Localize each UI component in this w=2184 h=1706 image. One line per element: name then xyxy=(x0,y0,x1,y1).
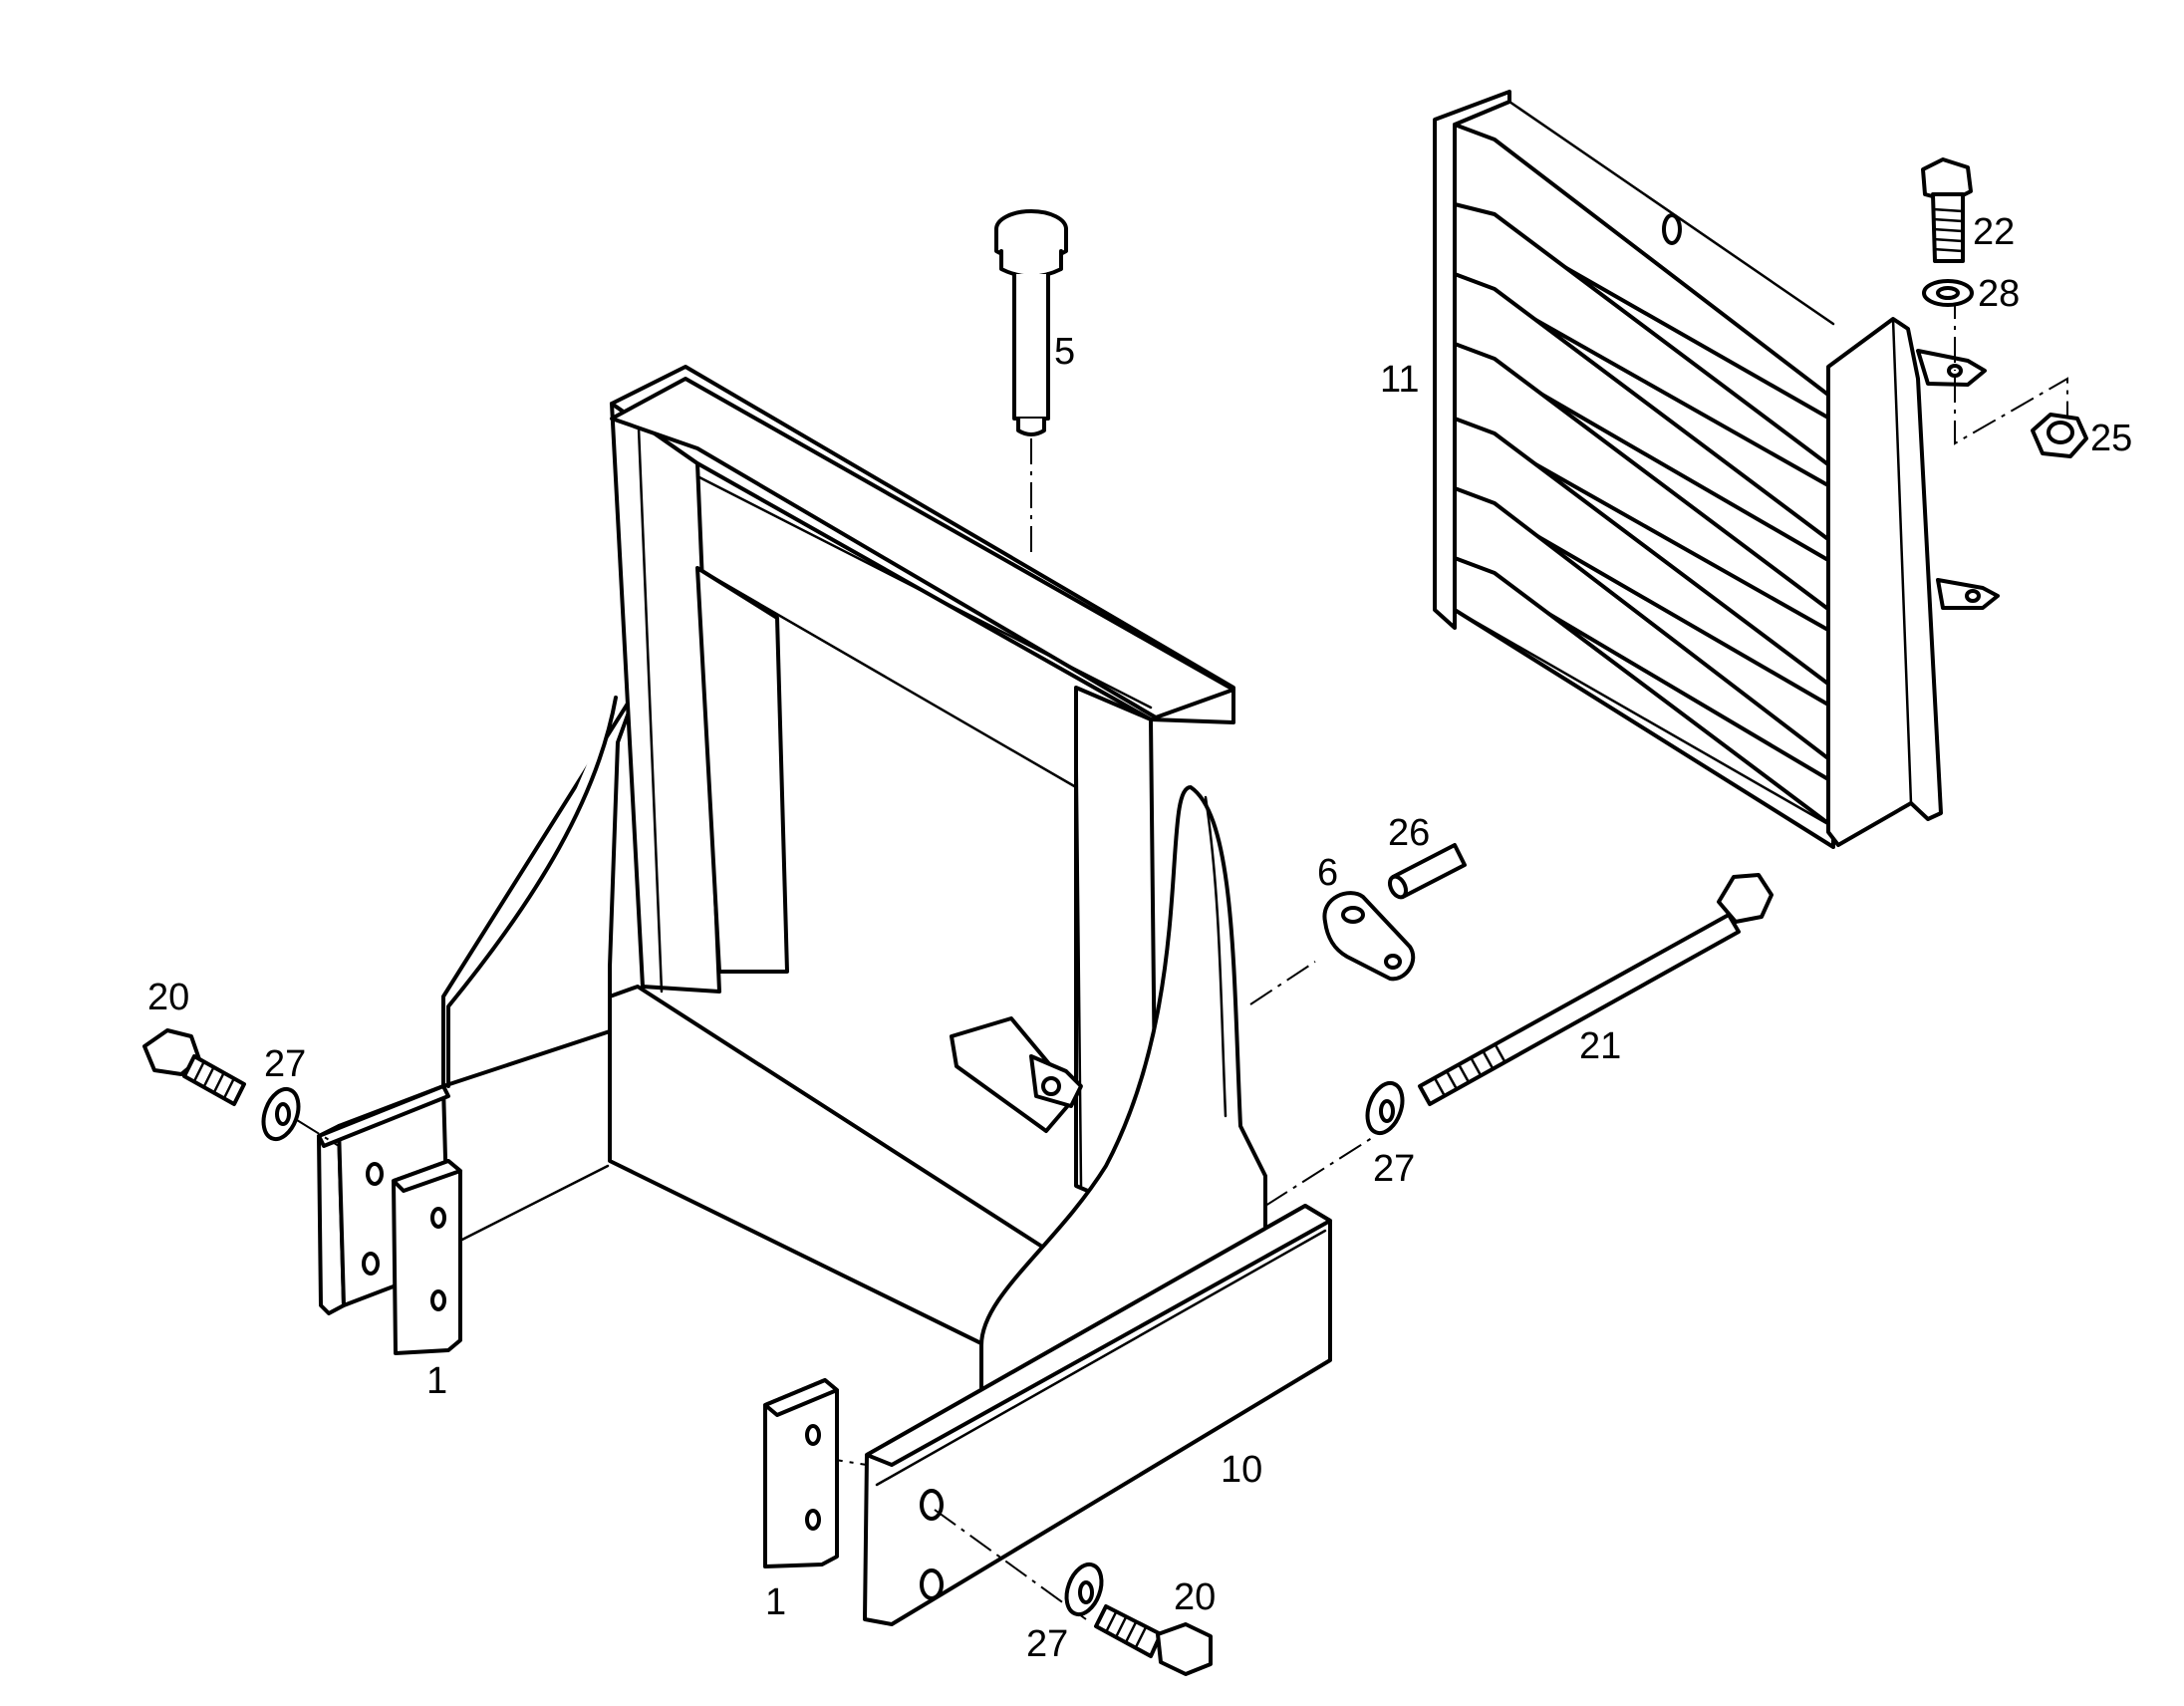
part-number-labels: 1 1 5 6 10 11 20 20 21 22 25 26 27 27 27… xyxy=(147,211,2132,1665)
shim-1-front xyxy=(763,1378,839,1568)
label-10: 10 xyxy=(1221,1449,1262,1491)
grille-slats xyxy=(1453,123,1835,849)
bolt-20-left xyxy=(142,1028,246,1106)
label-27-front: 27 xyxy=(1026,1623,1068,1665)
label-28: 28 xyxy=(1978,273,2020,315)
label-27-left: 27 xyxy=(264,1043,306,1085)
nut-25 xyxy=(2031,413,2088,458)
label-22: 22 xyxy=(1973,211,2015,253)
bolt-20-front xyxy=(1094,1604,1213,1676)
frame-10 xyxy=(317,365,1332,1626)
label-20-front: 20 xyxy=(1174,1576,1216,1618)
long-bolt-21 xyxy=(1418,873,1774,1106)
washer-27-left xyxy=(261,1086,301,1142)
bolt-22 xyxy=(1921,157,1973,263)
label-25: 25 xyxy=(2090,418,2132,459)
label-20-left: 20 xyxy=(147,977,189,1018)
label-1-left: 1 xyxy=(426,1360,447,1402)
label-6: 6 xyxy=(1317,852,1338,894)
bracket-6 xyxy=(1322,891,1416,982)
washer-27-front xyxy=(1064,1562,1104,1617)
grille-side-post xyxy=(1826,317,1943,847)
label-1-front: 1 xyxy=(765,1581,786,1623)
pin-26 xyxy=(1388,843,1467,900)
label-26: 26 xyxy=(1388,812,1430,854)
pin-5 xyxy=(994,209,1068,436)
pivot-clevis xyxy=(1029,1054,1083,1108)
washer-28 xyxy=(1922,279,1974,307)
label-21: 21 xyxy=(1579,1025,1621,1067)
right-gusset xyxy=(979,785,1267,1407)
label-11: 11 xyxy=(1380,359,1419,401)
shim-1-left xyxy=(392,1159,462,1355)
label-5: 5 xyxy=(1054,331,1075,373)
washer-27-right xyxy=(1365,1080,1405,1136)
label-27-right: 27 xyxy=(1373,1148,1415,1190)
grille-panel xyxy=(1433,90,2000,849)
